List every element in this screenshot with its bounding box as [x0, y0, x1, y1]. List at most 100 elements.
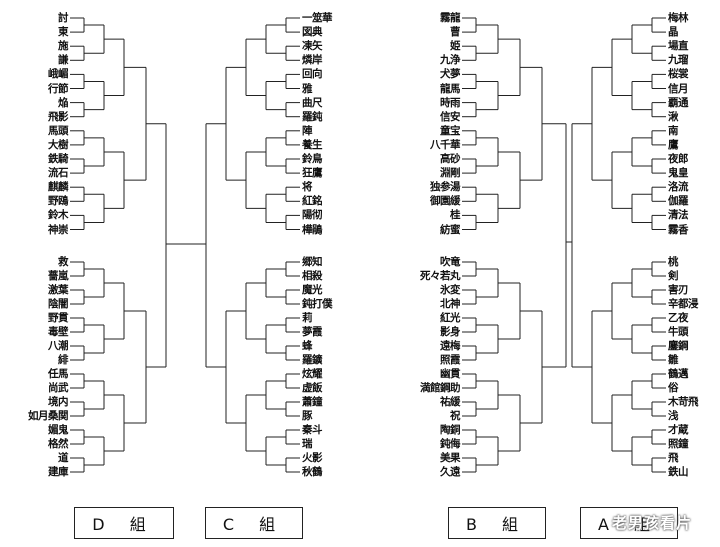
competitor-name: 信安: [440, 110, 461, 123]
competitor-name: 樺鵑: [302, 223, 323, 236]
competitor-name: 独参湯: [430, 181, 461, 194]
competitor-name: 飛: [668, 452, 679, 464]
competitor-name: 道: [58, 452, 69, 464]
competitor-name: 死々若丸: [420, 270, 461, 282]
competitor-name: 回向: [302, 68, 323, 81]
competitor-name: 鈴鳥: [302, 153, 323, 165]
competitor-name: 淵剛: [440, 167, 461, 180]
competitor-name: 峨嵋: [48, 68, 69, 81]
competitor-name: 祝: [450, 410, 461, 422]
competitor-name: 才蔵: [668, 424, 689, 436]
competitor-name: 牛頭: [668, 326, 689, 338]
competitor-name: 豚: [302, 410, 313, 422]
competitor-name: 木苛飛: [668, 396, 699, 408]
competitor-name: 氷変: [440, 284, 461, 296]
competitor-name: 焔: [58, 96, 69, 109]
competitor-name: 姫: [450, 40, 461, 53]
competitor-name: 流石: [48, 167, 69, 180]
group-label-c: C 組: [205, 507, 303, 539]
competitor-name: 洛流: [668, 181, 689, 194]
competitor-name: 将: [302, 181, 313, 194]
competitor-name: 犬夢: [440, 68, 461, 81]
competitor-name: 大樹: [48, 138, 69, 151]
competitor-name: 夜郎: [668, 153, 689, 165]
competitor-name: 曹: [450, 26, 461, 39]
competitor-name: 童宝: [440, 124, 461, 137]
competitor-name: 吹竜: [440, 256, 461, 268]
competitor-name: 討: [58, 12, 69, 24]
competitor-name: 境内: [48, 396, 69, 408]
competitor-name: 郷知: [302, 256, 323, 268]
competitor-name: 魔光: [302, 284, 323, 296]
competitor-name: 建庫: [48, 466, 69, 478]
competitor-name: 緋: [58, 354, 69, 366]
competitor-name: 施: [58, 40, 69, 53]
competitor-name: 野貫: [48, 312, 69, 324]
competitor-name: 図典: [302, 26, 323, 39]
competitor-name: 北神: [440, 298, 461, 310]
group-label-a: A 組: [580, 507, 678, 539]
competitor-name: 八潮: [48, 340, 69, 352]
competitor-name: 乙夜: [668, 312, 689, 324]
competitor-name: 凍矢: [302, 40, 323, 53]
competitor-name: 九浄: [440, 54, 461, 67]
competitor-name: 媚鬼: [48, 424, 69, 436]
competitor-name: 紡蜜: [440, 223, 461, 236]
competitor-name: 東: [58, 26, 69, 39]
competitor-name: 陰闇: [48, 298, 69, 310]
competitor-name: 辛都浸: [668, 298, 699, 310]
competitor-name: 信月: [668, 82, 689, 95]
competitor-name: 紅光: [440, 312, 461, 324]
competitor-name: 湫: [668, 110, 679, 123]
competitor-name: 伽羅: [668, 195, 689, 208]
competitor-name: 蕭鐘: [302, 396, 323, 408]
competitor-name: 薔嵐: [48, 270, 69, 282]
competitor-name: 御園緩: [430, 195, 461, 208]
competitor-name: 狂鷹: [302, 167, 323, 180]
competitor-name: 満館鋼助: [420, 382, 461, 394]
competitor-name: 任馬: [48, 368, 69, 380]
competitor-name: 桂: [450, 209, 461, 222]
competitor-name: 八千華: [430, 138, 461, 151]
competitor-name: 桃: [668, 256, 679, 268]
competitor-name: 夢霞: [302, 326, 323, 338]
competitor-name: 南: [668, 124, 679, 137]
competitor-name: 雛: [668, 354, 679, 366]
competitor-name: 鉄山: [668, 466, 689, 478]
competitor-name: 浅: [668, 410, 679, 422]
competitor-name: 飛影: [48, 110, 69, 123]
competitor-name: 照鐘: [668, 438, 689, 450]
competitor-name: 時雨: [440, 96, 461, 109]
competitor-name: 羅鈍: [302, 110, 323, 123]
competitor-name: 鶴邁: [668, 368, 689, 380]
competitor-name: 救: [58, 256, 69, 268]
competitor-name: 陽彻: [302, 209, 323, 222]
competitor-name: 如月桑関: [28, 410, 69, 422]
competitor-name: 陶銅: [440, 424, 461, 436]
competitor-name: 久遠: [440, 466, 461, 478]
competitor-name: 瑞: [302, 438, 313, 450]
competitor-name: 場直: [668, 40, 689, 53]
competitor-name: 激葉: [48, 284, 69, 296]
competitor-name: 尚武: [48, 382, 69, 394]
competitor-name: 鈍侮: [440, 438, 461, 450]
competitor-name: 桜裳: [668, 68, 689, 81]
competitor-name: 梅林: [668, 12, 689, 24]
competitor-name: 野鴎: [48, 195, 69, 208]
competitor-name: 鬼皇: [668, 167, 689, 180]
competitor-name: 鈍打僕: [302, 298, 333, 310]
competitor-name: 晶: [668, 26, 679, 39]
competitor-name: 相殺: [302, 270, 323, 282]
competitor-name: 照霞: [440, 354, 461, 366]
competitor-name: 美果: [440, 452, 461, 464]
competitor-name: 曲尺: [302, 96, 323, 109]
competitor-name: 陣: [302, 124, 313, 137]
competitor-name: 火影: [302, 452, 323, 464]
competitor-name: 俗: [668, 382, 679, 394]
competitor-name: 覇通: [668, 96, 689, 109]
competitor-name: 炫耀: [302, 368, 323, 380]
competitor-name: 神崇: [48, 223, 69, 236]
competitor-name: 秋鶴: [302, 466, 323, 478]
